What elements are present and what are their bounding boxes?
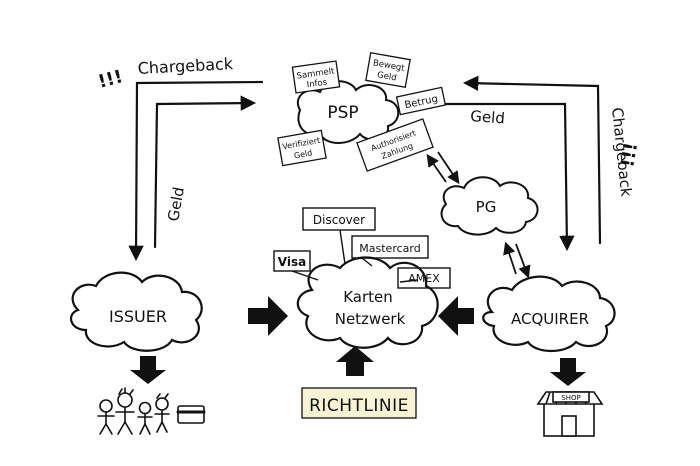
discover-box (302, 207, 376, 231)
shop-sign (552, 391, 590, 403)
acquirer-to-shop-arrow (550, 358, 586, 386)
pg-cloud (440, 176, 539, 236)
card-network-line1: Karten (343, 288, 393, 306)
pg-acquirer-arrows (503, 241, 531, 279)
card-brands (273, 207, 451, 289)
shop-sign-text: SHOP (561, 394, 580, 402)
mastercard-box (351, 235, 429, 259)
card-network-cloud (296, 256, 439, 349)
acquirer-node: ACQUIRER (482, 275, 616, 353)
pg-label: PG (476, 198, 497, 216)
pg-to-psp-arrow (426, 153, 447, 183)
card-network-line2: Netzwerk (335, 310, 406, 328)
note1-line2: Infos (306, 77, 328, 90)
amex-text: AMEX (408, 272, 440, 285)
regulation-bg (301, 387, 417, 419)
regulation-box: RICHTLINIE (301, 387, 417, 419)
card-network-node: Karten Netzwerk (296, 256, 439, 349)
issuer-to-network-arrow (248, 296, 288, 336)
shop-icon (536, 391, 604, 437)
stick-figure-1 (97, 399, 115, 435)
block-arrows (130, 296, 586, 386)
acquirer-to-pg-arrow (503, 241, 517, 275)
geld-left-label: Geld (164, 186, 188, 223)
stick-figure-4 (154, 393, 170, 433)
note-sammelt-infos (291, 60, 341, 94)
shop-door (561, 415, 577, 437)
note2-line2: Geld (376, 70, 397, 83)
note-bewegt-geld (365, 51, 411, 89)
chargeback-right-arrow (462, 75, 602, 245)
psp-label: PSP (327, 103, 358, 123)
left-money-loop (128, 80, 264, 262)
issuer-to-customers-arrow (130, 356, 166, 384)
chargeback-left-arrow (128, 80, 264, 262)
visa-text: Visa (278, 255, 306, 269)
pg-to-acquirer-arrow (515, 243, 531, 279)
psp-notes (277, 51, 447, 172)
customers-group (97, 387, 206, 435)
note4-line2: Geld (293, 148, 313, 160)
regulation-label: RICHTLINIE (309, 396, 409, 416)
psp-to-pg-arrow (437, 151, 460, 185)
acquirer-cloud (482, 275, 616, 353)
mastercard-connector (361, 257, 373, 267)
note-verifiziert-geld (277, 129, 327, 167)
issuer-label: ISSUER (109, 307, 167, 326)
alert-left-label: !!! (96, 66, 125, 93)
acquirer-to-network-arrow (438, 296, 474, 336)
psp-pg-arrows (426, 151, 460, 185)
amex-connector (399, 279, 419, 283)
card-brand-texts: Visa Discover Mastercard AMEX (278, 213, 440, 285)
geld-right-label: Geld (470, 107, 506, 127)
issuer-cloud (69, 271, 203, 352)
right-money-loop (428, 75, 602, 252)
stick-figure-3 (137, 401, 153, 435)
discover-connector (339, 229, 346, 265)
geld-right-arrow (428, 102, 575, 252)
note-authorisiert-zahlung (356, 118, 434, 172)
discover-text: Discover (313, 213, 365, 227)
psp-note-texts: Sammelt Infos Bewegt Geld Betrug Verifiz… (282, 58, 439, 161)
amex-box (397, 267, 451, 289)
acquirer-label: ACQUIRER (511, 310, 589, 328)
mastercard-text: Mastercard (359, 242, 420, 255)
visa-connector (291, 270, 319, 281)
stick-figure-2 (115, 387, 135, 435)
alert-right-label: !!! (617, 141, 642, 169)
pg-node: PG (440, 176, 539, 236)
credit-card-icon (176, 405, 206, 424)
geld-left-arrow (153, 95, 257, 249)
regulation-to-network-arrow (336, 346, 374, 376)
note-betrug (395, 86, 447, 116)
chargeback-left-label: Chargeback (137, 54, 234, 78)
issuer-node: ISSUER (69, 271, 203, 352)
